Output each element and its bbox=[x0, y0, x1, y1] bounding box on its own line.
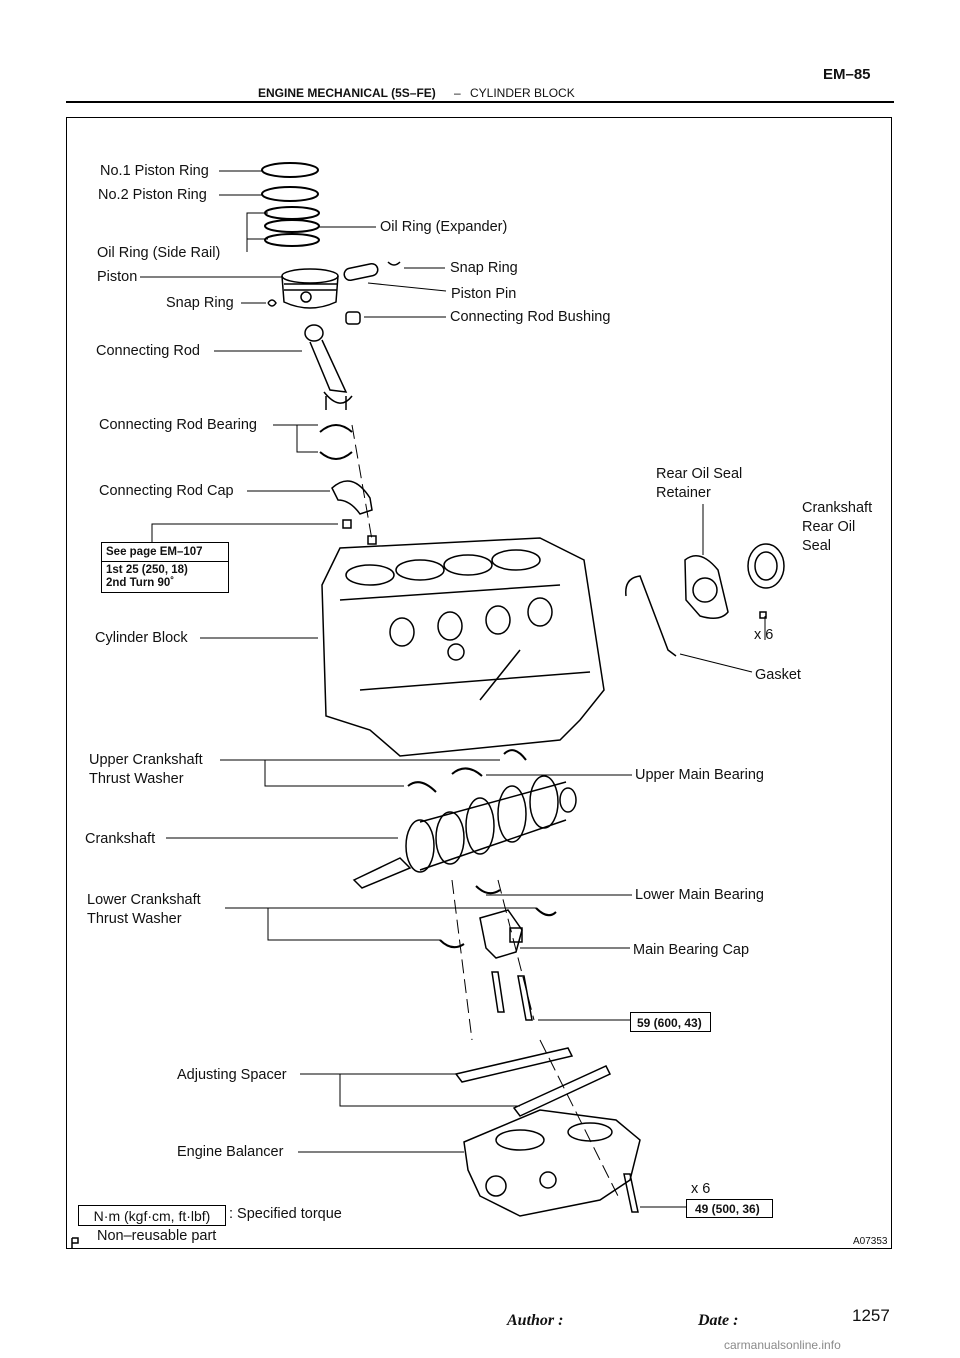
label-connecting-rod: Connecting Rod bbox=[96, 343, 200, 359]
torque-box-main-cap: 59 (600, 43) bbox=[630, 1012, 711, 1032]
label-connecting-rod-bushing: Connecting Rod Bushing bbox=[450, 309, 611, 325]
upper-bearings-drawing bbox=[407, 749, 527, 793]
section-subtitle: CYLINDER BLOCK bbox=[470, 86, 575, 100]
header-rule bbox=[66, 101, 894, 103]
rear-seal-parts-drawing bbox=[625, 543, 785, 657]
label-connecting-rod-cap: Connecting Rod Cap bbox=[99, 483, 234, 499]
rod-cap-drawing bbox=[331, 480, 377, 545]
torque-rod-cap-ref: See page EM–107 bbox=[102, 543, 228, 562]
torque-rod-cap-line1: 1st 25 (250, 18) bbox=[106, 564, 188, 576]
legend-nonreusable: Non–reusable part bbox=[97, 1228, 217, 1244]
label-crankshaft: Crankshaft bbox=[85, 831, 156, 847]
main-cap-bolts-drawing bbox=[491, 971, 533, 1021]
footer-author: Author : bbox=[507, 1312, 564, 1329]
label-snap-ring-left: Snap Ring bbox=[166, 295, 234, 311]
label-oil-ring-expander: Oil Ring (Expander) bbox=[380, 219, 508, 235]
leader-lines bbox=[140, 170, 766, 1208]
label-adjusting-spacer: Adjusting Spacer bbox=[177, 1067, 287, 1083]
main-bearing-cap-drawing bbox=[479, 909, 523, 959]
lower-bearings-drawing bbox=[439, 885, 557, 949]
label-no1-piston-ring: No.1 Piston Ring bbox=[100, 163, 209, 179]
connecting-rod-drawing bbox=[304, 324, 353, 410]
label-crankshaft-rear-oil-seal-line1: Crankshaft bbox=[802, 500, 873, 516]
label-x6-balancer-bolts: x 6 bbox=[691, 1181, 711, 1197]
label-upper-thrust-washer-line1: Upper Crankshaft bbox=[89, 752, 203, 768]
label-main-bearing-cap: Main Bearing Cap bbox=[633, 942, 750, 958]
figure-frame bbox=[66, 117, 892, 1249]
label-x6-retainer-bolts: x 6 bbox=[754, 627, 774, 643]
label-upper-main-bearing: Upper Main Bearing bbox=[635, 767, 764, 783]
label-crankshaft-rear-oil-seal-line3: Seal bbox=[802, 538, 832, 554]
torque-rod-cap-line2: 2nd Turn 90˚ bbox=[106, 577, 175, 589]
legend-unit-desc: : Specified torque bbox=[229, 1206, 342, 1222]
torque-box-balancer: 49 (500, 36) bbox=[686, 1199, 773, 1218]
label-connecting-rod-bearing: Connecting Rod Bearing bbox=[99, 417, 257, 433]
figure-code: A07353 bbox=[853, 1236, 888, 1247]
cylinder-block-drawing bbox=[321, 537, 605, 757]
pin-parts-drawing bbox=[267, 261, 401, 325]
label-piston-pin: Piston Pin bbox=[451, 286, 517, 302]
label-gasket: Gasket bbox=[755, 667, 801, 683]
piston-rings-drawing bbox=[261, 162, 320, 247]
label-lower-thrust-washer-line2: Thrust Washer bbox=[87, 911, 182, 927]
rod-bearings-drawing bbox=[319, 424, 353, 460]
label-cylinder-block: Cylinder Block bbox=[95, 630, 188, 646]
adjusting-spacer-drawing bbox=[454, 1047, 612, 1117]
footer-watermark: carmanualsonline.info bbox=[724, 1338, 841, 1352]
label-upper-thrust-washer-line2: Thrust Washer bbox=[89, 771, 184, 787]
label-rear-oil-seal-retainer-line1: Rear Oil Seal bbox=[656, 466, 743, 482]
nonreusable-marker bbox=[71, 1237, 79, 1248]
label-crankshaft-rear-oil-seal-line2: Rear Oil bbox=[802, 519, 856, 535]
label-lower-main-bearing: Lower Main Bearing bbox=[635, 887, 764, 903]
title-separator: – bbox=[454, 86, 461, 100]
label-lower-thrust-washer-line1: Lower Crankshaft bbox=[87, 892, 201, 908]
balancer-bolt-drawing bbox=[623, 1173, 639, 1213]
page-code: EM–85 bbox=[823, 66, 871, 83]
engine-balancer-drawing bbox=[463, 1109, 641, 1217]
section-title: ENGINE MECHANICAL (5S–FE) bbox=[258, 86, 436, 100]
crankshaft-drawing bbox=[352, 775, 577, 889]
label-piston: Piston bbox=[97, 269, 138, 285]
label-no2-piston-ring: No.2 Piston Ring bbox=[98, 187, 207, 203]
label-rear-oil-seal-retainer-line2: Retainer bbox=[656, 485, 711, 501]
torque-box-rod-cap: See page EM–107 1st 25 (250, 18) 2nd Tur… bbox=[101, 542, 229, 593]
footer-page-number: 1257 bbox=[852, 1306, 890, 1325]
label-engine-balancer: Engine Balancer bbox=[177, 1144, 284, 1160]
label-oil-ring-side-rail: Oil Ring (Side Rail) bbox=[97, 245, 221, 261]
legend-unit-box: N·m (kgf·cm, ft·lbf) bbox=[78, 1205, 226, 1226]
piston-drawing bbox=[281, 268, 339, 309]
footer-date: Date : bbox=[698, 1312, 739, 1329]
label-snap-ring-right: Snap Ring bbox=[450, 260, 518, 276]
